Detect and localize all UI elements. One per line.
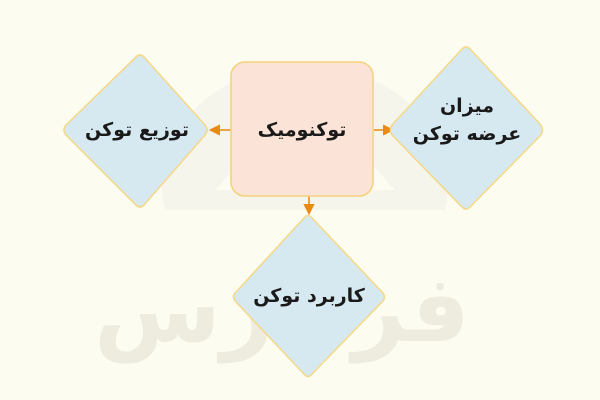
right-node-diamond <box>389 46 544 210</box>
left-node-label: توزیع توکن <box>62 110 212 150</box>
right-node-label: میزان عرضه توکن <box>394 84 540 156</box>
bottom-node-label: کاربرد توکن <box>234 276 384 316</box>
right-node-text-line1: میزان <box>439 95 495 117</box>
center-node-text: توکنومیک <box>257 119 347 141</box>
bottom-node-text: کاربرد توکن <box>253 285 365 307</box>
bottom-node-diamond <box>232 214 386 378</box>
left-node-text: توزیع توکن <box>85 119 189 141</box>
left-node-diamond <box>63 54 208 208</box>
center-node-box <box>230 61 374 197</box>
right-node-text-line2: عرضه توکن <box>412 123 522 145</box>
center-node-label: توکنومیک <box>232 108 372 152</box>
